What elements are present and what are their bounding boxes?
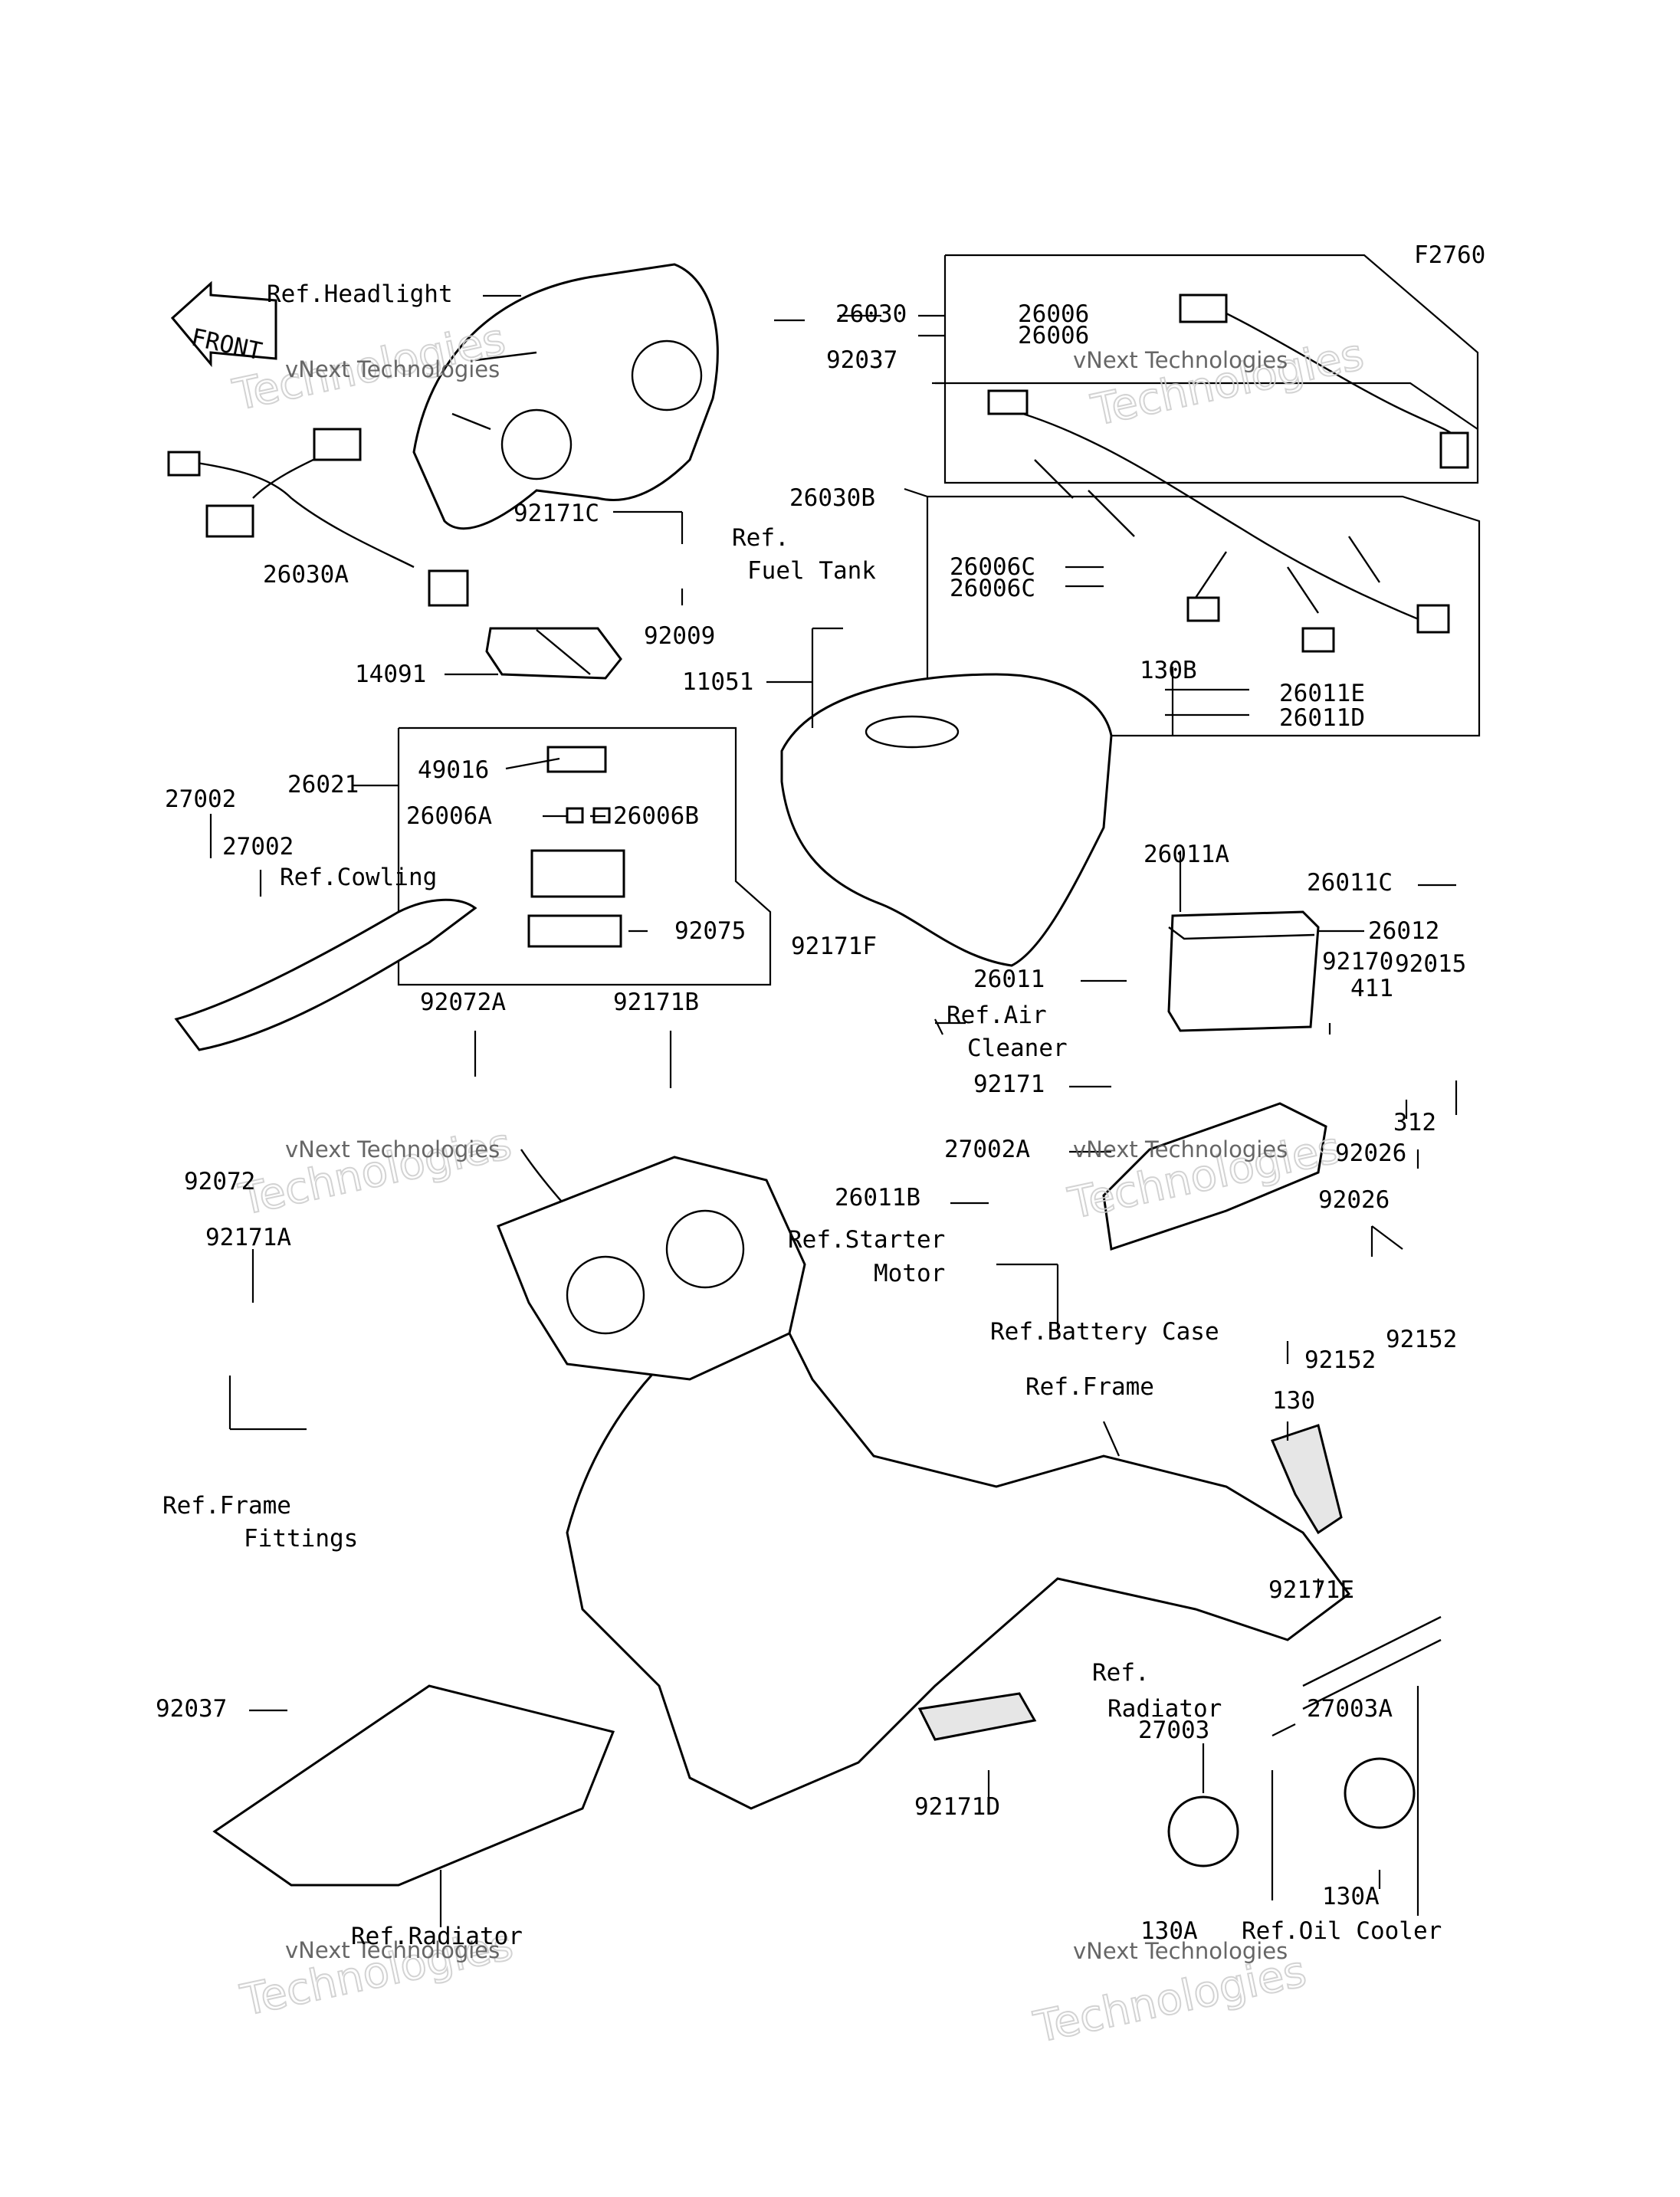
- part-26011B: 26011B: [835, 1184, 920, 1212]
- watermark-big: Technologies: [235, 1119, 515, 1225]
- part-92072A: 92072A: [420, 989, 506, 1016]
- fuel-tank: [780, 673, 1113, 967]
- part-92170: 92170: [1322, 948, 1393, 976]
- front-arrow: [170, 280, 277, 368]
- part-27002A: 27002A: [944, 1136, 1030, 1163]
- part-130: 130: [1272, 1387, 1315, 1415]
- ref-radiator-a-1: Ref.: [1092, 1659, 1150, 1687]
- part-92015: 92015: [1395, 950, 1466, 978]
- main-harness-26030B: [987, 389, 1450, 653]
- part-26006-2: 26006: [1018, 322, 1089, 349]
- part-130B: 130B: [1140, 657, 1197, 684]
- part-26012: 26012: [1368, 917, 1439, 945]
- heat-shield-bottom: [212, 1684, 615, 1887]
- watermark-brand: vNext Technologies: [285, 1937, 500, 1963]
- relay-box: [527, 746, 625, 948]
- part-26030: 26030: [835, 300, 907, 328]
- headlight-assembly: [412, 263, 719, 530]
- part-92026-1: 92026: [1335, 1139, 1406, 1167]
- part-92037-bottom: 92037: [156, 1695, 227, 1723]
- ref-starter-motor-1: Ref.Starter: [788, 1226, 945, 1254]
- part-26011D: 26011D: [1279, 704, 1365, 732]
- part-26006C-1: 26006C: [950, 553, 1035, 581]
- ref-frame-fittings-1: Ref.Frame: [162, 1492, 291, 1520]
- part-49016: 49016: [418, 756, 489, 784]
- ref-starter-motor-2: Motor: [874, 1260, 945, 1287]
- ecu-14091: [485, 627, 622, 680]
- battery-26012: [1167, 910, 1320, 1032]
- ref-air-cleaner-1: Ref.Air: [947, 1002, 1047, 1029]
- air-cleaner-housing: [497, 1156, 806, 1381]
- part-26011C: 26011C: [1307, 869, 1393, 897]
- horns: [1167, 1757, 1416, 1867]
- ref-oil-cooler: Ref.Oil Cooler: [1242, 1917, 1442, 1945]
- part-411: 411: [1350, 975, 1393, 1002]
- watermark-brand: vNext Technologies: [285, 1136, 500, 1162]
- part-27002-1: 27002: [165, 785, 236, 813]
- part-130A-1: 130A: [1322, 1883, 1380, 1910]
- part-26011: 26011: [973, 966, 1045, 993]
- part-92152-1: 92152: [1386, 1326, 1457, 1353]
- part-92072: 92072: [184, 1168, 255, 1195]
- ref-radiator-b: Ref.Radiator: [351, 1923, 523, 1950]
- part-92037-top: 92037: [826, 346, 897, 374]
- ref-fuel-tank-1: Ref.: [732, 524, 789, 552]
- part-92171E: 92171E: [1268, 1576, 1354, 1604]
- main-harness-26030: [1179, 293, 1469, 469]
- watermark-brand: vNext Technologies: [1073, 347, 1288, 373]
- part-26011A: 26011A: [1144, 841, 1229, 868]
- cowling-bracket: [174, 898, 477, 1051]
- part-26006C-2: 26006C: [950, 575, 1035, 602]
- bracket-92171E: [1270, 1424, 1343, 1535]
- part-27002-2: 27002: [222, 833, 294, 861]
- part-92171C: 92171C: [514, 500, 599, 527]
- labels: F2760 FRONT Ref.Headlight 26030 26030 26…: [156, 241, 1485, 1950]
- watermark-brand: vNext Technologies: [285, 356, 500, 382]
- leader-lines: [209, 294, 1458, 1927]
- ref-air-cleaner-2: Cleaner: [967, 1035, 1068, 1062]
- part-92171B: 92171B: [613, 989, 699, 1016]
- part-92171: 92171: [973, 1071, 1045, 1098]
- battery-case: [1102, 1102, 1327, 1251]
- ref-headlight: Ref.Headlight: [267, 280, 453, 308]
- bracket-92171D: [917, 1692, 1037, 1741]
- ref-frame: Ref.Frame: [1025, 1373, 1154, 1401]
- part-92075: 92075: [674, 917, 746, 945]
- part-26006-1: 26006: [1018, 300, 1089, 328]
- part-92009: 92009: [644, 622, 715, 650]
- part-92171F: 92171F: [791, 933, 877, 960]
- ref-frame-fittings-2: Fittings: [244, 1525, 358, 1553]
- part-92171D: 92171D: [914, 1793, 1000, 1821]
- part-26030B: 26030B: [789, 484, 875, 512]
- ref-cowling: Ref.Cowling: [280, 864, 437, 891]
- part-26006B: 26006B: [613, 802, 699, 830]
- ref-radiator-a-2: Radiator: [1107, 1695, 1222, 1723]
- part-92152-2: 92152: [1304, 1346, 1376, 1374]
- part-26021: 26021: [287, 771, 359, 798]
- ref-fuel-tank-2: Fuel Tank: [747, 557, 876, 585]
- part-92171A: 92171A: [205, 1224, 291, 1251]
- harness-26030A: [167, 428, 469, 607]
- figure-code: F2760: [1414, 241, 1485, 269]
- part-27003A: 27003A: [1307, 1695, 1393, 1723]
- part-11051: 11051: [682, 668, 753, 696]
- part-26011E: 26011E: [1279, 680, 1365, 707]
- watermark-brand: vNext Technologies: [1073, 1938, 1288, 1964]
- part-312: 312: [1393, 1109, 1436, 1136]
- ref-battery-case: Ref.Battery Case: [990, 1318, 1219, 1346]
- oil-cooler: [1302, 1615, 1442, 1710]
- part-26006A: 26006A: [406, 802, 492, 830]
- watermark-brand: vNext Technologies: [1073, 1136, 1288, 1162]
- part-130A-2: 130A: [1140, 1917, 1198, 1945]
- part-26030A: 26030A: [263, 561, 349, 589]
- part-27003: 27003: [1138, 1717, 1209, 1744]
- watermark-big: Technologies: [1087, 330, 1367, 436]
- part-92026-2: 92026: [1318, 1186, 1390, 1214]
- part-14091: 14091: [355, 661, 426, 688]
